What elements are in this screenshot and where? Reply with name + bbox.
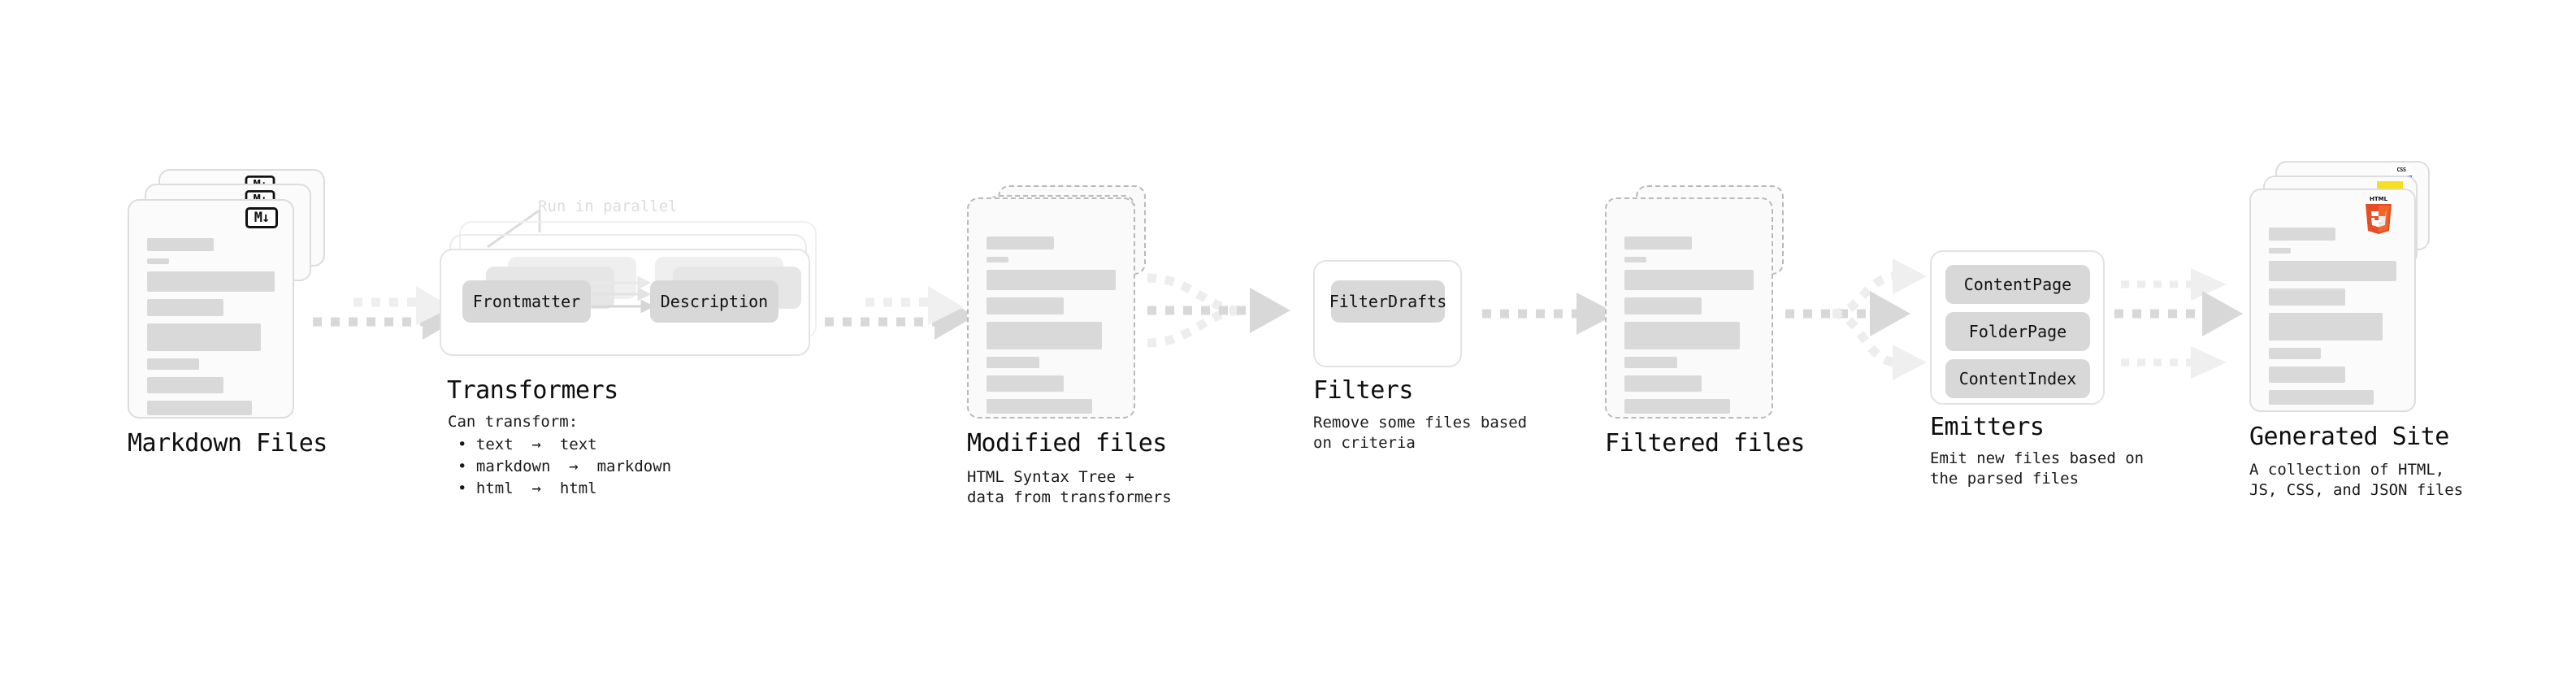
transformers-sub-head: Can transform:: [448, 413, 579, 431]
filters-sub-l1: Remove some files based: [1313, 414, 1528, 432]
emitters-sub-l1: Emit new files based on: [1930, 449, 2144, 467]
markdown-placeholder-lines: [147, 238, 275, 423]
arrow-modified-to-filters: [1147, 273, 1290, 348]
modified-files-sub-l2: data from transformers: [967, 488, 1172, 506]
modified-placeholder-lines: [987, 236, 1116, 421]
filters-sub-l2: on criteria: [1313, 434, 1416, 452]
generated-site-sub-l2: JS, CSS, and JSON files: [2249, 481, 2464, 499]
modified-files-title: Modified files: [967, 429, 1167, 458]
chip-contentindex[interactable]: ContentIndex: [1945, 359, 2090, 398]
transformers-bullet-0: • text → text: [458, 436, 597, 453]
html5-icon-wordmark: HTML: [2370, 196, 2388, 202]
filtered-file-card-front: [1605, 197, 1773, 419]
arrow-transformers-to-modified: [825, 286, 975, 340]
arrow-filters-to-filtered: [1482, 293, 1617, 335]
filtered-files-title: Filtered files: [1605, 429, 1805, 458]
arrow-emitters-to-generated-site: [2114, 268, 2243, 379]
generated-site-sub-l1: A collection of HTML,: [2249, 461, 2445, 479]
run-in-parallel-note: Run in parallel: [538, 197, 678, 215]
markdown-files-title: Markdown Files: [128, 429, 327, 458]
modified-file-card-front: [967, 197, 1135, 419]
chip-filterdrafts[interactable]: FilterDrafts: [1329, 280, 1446, 323]
emitters-title: Emitters: [1930, 413, 2045, 441]
emitters-sub-l2: the parsed files: [1930, 470, 2079, 488]
arrow-frontmatter-to-description: [592, 275, 655, 314]
transformers-bullet-2: • html → html: [458, 479, 597, 497]
transformers-title: Transformers: [447, 376, 618, 405]
modified-files-sub-l1: HTML Syntax Tree +: [967, 468, 1134, 486]
chip-frontmatter[interactable]: Frontmatter: [462, 280, 591, 323]
chip-description[interactable]: Description: [650, 280, 778, 323]
transformers-bullet-1: • markdown → markdown: [458, 458, 672, 475]
filters-title: Filters: [1313, 376, 1413, 405]
chip-contentpage[interactable]: ContentPage: [1945, 265, 2090, 304]
markdown-icon: M↓: [245, 207, 278, 228]
markdown-file-card-front: [128, 199, 294, 419]
chip-folderpage[interactable]: FolderPage: [1945, 312, 2090, 351]
arrow-filtered-to-emitters: [1785, 258, 1927, 380]
generated-site-title: Generated Site: [2249, 423, 2449, 451]
filtered-placeholder-lines: [1624, 236, 1754, 421]
generated-placeholder-lines: [2269, 228, 2396, 412]
html5-icon: HTML: [2366, 196, 2392, 234]
